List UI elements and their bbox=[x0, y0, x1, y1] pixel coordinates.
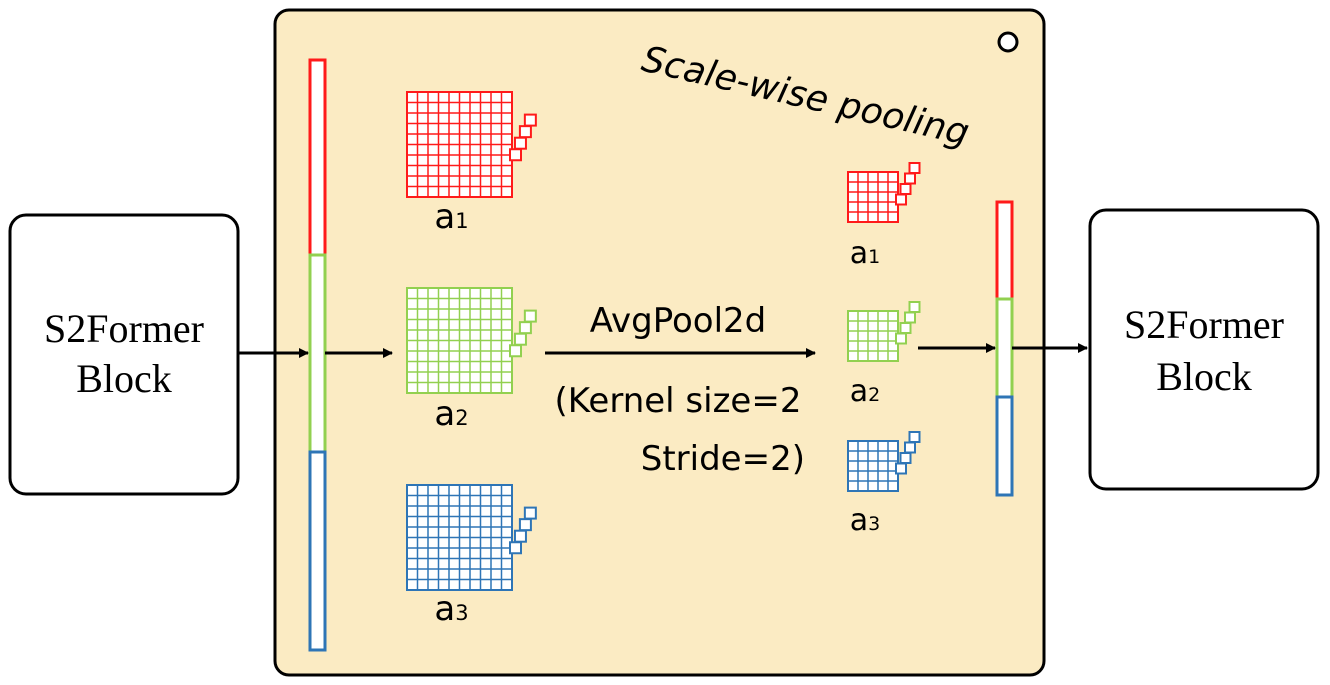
input-channel-square bbox=[509, 541, 522, 555]
output-block-line2: Block bbox=[1156, 354, 1252, 399]
flow-arrows bbox=[238, 343, 1088, 358]
output-channel-square bbox=[904, 172, 916, 185]
input-channel-square bbox=[513, 332, 527, 346]
input-block: S2Former Block bbox=[8, 213, 240, 496]
operation-name: AvgPool2d bbox=[590, 301, 767, 341]
input-label-2: a2 bbox=[434, 394, 468, 434]
output-channel-square bbox=[908, 162, 921, 174]
output-channel-square bbox=[908, 431, 921, 443]
output-token-bar bbox=[995, 200, 1014, 497]
input-channel-square bbox=[523, 309, 537, 323]
input-label-1: a1 bbox=[434, 197, 468, 237]
input-channel-square bbox=[509, 344, 522, 358]
input-grid-3 bbox=[406, 484, 513, 591]
input-scale-3: a3 bbox=[406, 484, 537, 629]
circle-icon bbox=[997, 31, 1019, 53]
input-channel-square bbox=[523, 113, 537, 127]
input-block-line1: S2Former bbox=[44, 306, 204, 351]
input-channel-square bbox=[518, 518, 532, 532]
output-channel-square bbox=[904, 311, 916, 324]
input-channel-square bbox=[518, 125, 532, 139]
output-grid-2 bbox=[847, 310, 899, 362]
output-feature-grids: a1 a2 a3 bbox=[847, 162, 921, 538]
output-grid-3 bbox=[847, 440, 899, 492]
input-channel-square bbox=[518, 321, 532, 335]
input-scale-2: a2 bbox=[406, 287, 537, 434]
output-channel-square bbox=[899, 322, 912, 334]
output-label-2: a2 bbox=[850, 374, 880, 409]
output-scale-2: a2 bbox=[847, 301, 921, 409]
input-grid-2 bbox=[406, 287, 513, 394]
output-channel-square bbox=[895, 193, 907, 206]
output-channel-square bbox=[899, 183, 912, 195]
input-feature-grids: a1 a2 a3 bbox=[406, 91, 537, 629]
input-channel-square bbox=[523, 506, 537, 520]
output-channel-square bbox=[895, 332, 907, 345]
operation-param-stride: Stride=2) bbox=[641, 439, 805, 479]
output-block-line1: S2Former bbox=[1124, 302, 1284, 347]
input-channel-square bbox=[513, 136, 527, 150]
avgpool-operation: AvgPool2d (Kernel size=2 Stride=2) bbox=[555, 301, 805, 479]
operation-param-kernel: (Kernel size=2 bbox=[555, 381, 802, 421]
input-scale-1: a1 bbox=[406, 91, 537, 237]
output-channel-square bbox=[908, 301, 921, 313]
input-grid-1 bbox=[406, 91, 513, 198]
output-channel-square bbox=[904, 441, 916, 454]
output-scale-3: a3 bbox=[847, 431, 921, 538]
input-channel-square bbox=[509, 148, 522, 162]
input-channel-square bbox=[513, 529, 527, 543]
output-channel-square bbox=[895, 462, 907, 475]
input-token-bar bbox=[308, 58, 327, 652]
input-block-line2: Block bbox=[76, 356, 172, 401]
output-grid-1 bbox=[847, 171, 899, 223]
output-block: S2Former Block bbox=[1088, 208, 1320, 491]
output-scale-1: a1 bbox=[847, 162, 921, 271]
output-label-3: a3 bbox=[850, 503, 880, 538]
output-channel-square bbox=[899, 452, 912, 464]
input-label-3: a3 bbox=[434, 589, 468, 629]
output-label-1: a1 bbox=[850, 236, 880, 271]
scale-wise-pooling-panel: Scale-wise pooling bbox=[273, 8, 1046, 677]
